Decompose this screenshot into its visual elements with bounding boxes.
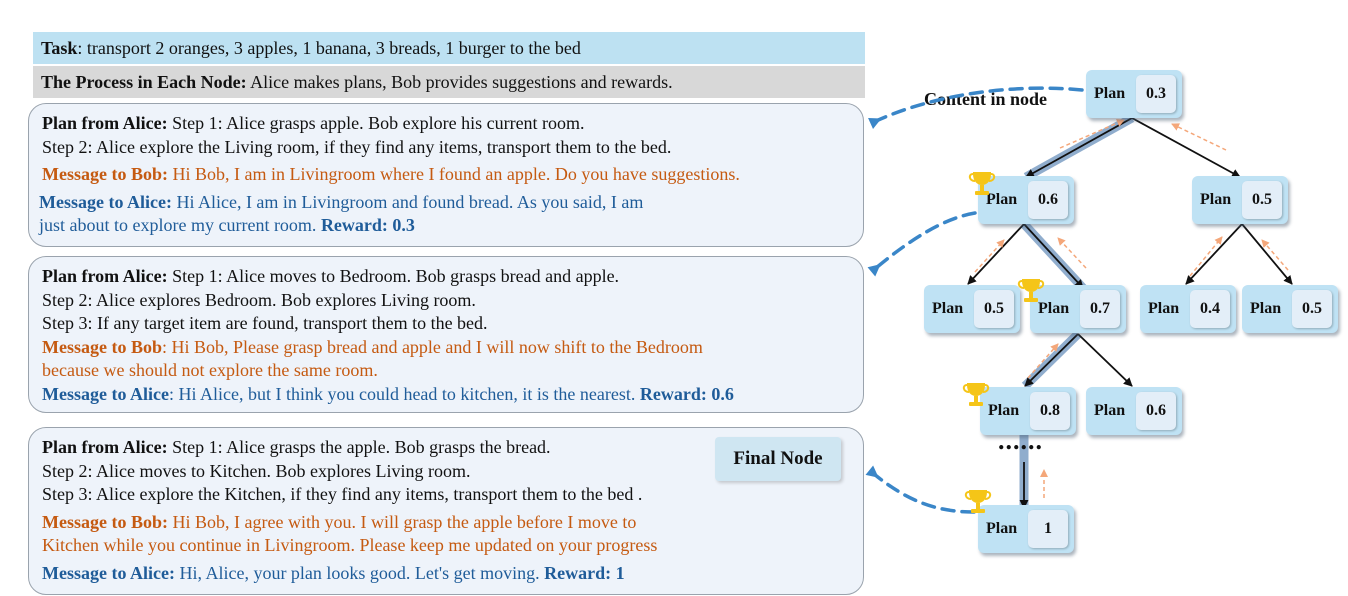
tree-node-l1b: Plan 0.5 <box>1192 176 1288 224</box>
trophy-icon <box>964 489 992 514</box>
plan-step-1: Step 1: Alice grasps the apple. Bob gras… <box>167 437 551 457</box>
node-label: Plan <box>1094 85 1126 102</box>
tree-node-root: Plan 0.3 <box>1086 70 1182 118</box>
plan-step-3: Step 3: If any target item are found, tr… <box>42 313 488 333</box>
node-score: 0.7 <box>1080 290 1120 328</box>
tree-node-final: Plan 1 <box>978 505 1074 553</box>
node-label: Plan <box>1250 300 1282 317</box>
alice-label: Message to Alice: <box>39 191 172 212</box>
bob-label: Message to Bob: <box>42 164 168 184</box>
bob-text-1: Hi Bob, I agree with you. I will grasp t… <box>167 511 637 532</box>
plan-label: Plan from Alice: <box>42 437 168 457</box>
reward: Reward: 0.3 <box>320 215 415 235</box>
message-to-bob: Message to Bob: Hi Bob, Please grasp bre… <box>42 336 863 360</box>
node-content-panel-2: Plan from Alice: Step 1: Alice moves to … <box>28 256 864 413</box>
process-label: The Process in Each Node: <box>41 72 247 92</box>
plan-step-2: Step 2: Alice moves to Kitchen. Bob expl… <box>42 460 471 481</box>
trophy-icon <box>962 382 990 407</box>
node-score: 0.5 <box>1292 290 1332 328</box>
message-to-alice: Message to Alice: Hi Alice, I am in Livi… <box>39 191 863 215</box>
tree-node-l1a: Plan 0.6 <box>978 176 1074 224</box>
tree-node-l2d: Plan 0.5 <box>1242 285 1338 333</box>
alice-text-2: just about to explore my current room. <box>39 215 321 235</box>
node-score: 0.6 <box>1028 181 1068 219</box>
node-label: Plan <box>988 402 1020 419</box>
feedback-arrows <box>974 119 1289 498</box>
task-label: Task <box>41 38 78 58</box>
node-score: 0.8 <box>1030 392 1070 430</box>
bob-text-2: Kitchen while you continue in Livingroom… <box>42 535 658 555</box>
plan-line-1: Plan from Alice: Step 1: Alice moves to … <box>42 265 863 289</box>
node-label: Plan <box>1038 300 1070 317</box>
node-score: 1 <box>1028 510 1068 548</box>
node-score: 0.6 <box>1136 392 1176 430</box>
bob-label: Message to Bob: <box>42 511 168 532</box>
process-text: Alice makes plans, Bob provides suggesti… <box>246 72 673 92</box>
tree-node-l2b: Plan 0.7 <box>1030 285 1126 333</box>
plan-step-2: Step 2: Alice explore the Living room, i… <box>42 136 672 157</box>
alice-text: Hi, Alice, your plan looks good. Let's g… <box>174 562 545 583</box>
alice-label: Message to Alice: <box>42 562 175 583</box>
node-content-panel-1: Plan from Alice: Step 1: Alice grasps ap… <box>28 103 864 247</box>
node-score: 0.3 <box>1136 75 1176 113</box>
bob-text-1: : Hi Bob, Please grasp bread and apple a… <box>162 336 703 357</box>
reward: Reward: 0.6 <box>639 383 734 404</box>
tree-edge-lines <box>967 117 1293 509</box>
node-score: 0.5 <box>974 290 1014 328</box>
process-bar: The Process in Each Node: Alice makes pl… <box>33 66 865 98</box>
final-node-label: Final Node <box>715 437 841 481</box>
plan-step-1: Step 1: Alice grasps apple. Bob explore … <box>167 113 585 133</box>
plan-step-2: Step 2: Alice explores Bedroom. Bob expl… <box>42 289 476 310</box>
alice-label: Message to Alice <box>42 383 169 404</box>
bob-text-2: because we should not explore the same r… <box>42 360 378 380</box>
plan-line-1: Plan from Alice: Step 1: Alice grasps th… <box>42 436 863 460</box>
node-score: 0.4 <box>1190 290 1230 328</box>
content-arrows <box>865 86 1084 514</box>
node-label: Plan <box>1148 300 1180 317</box>
content-in-node-label: Content in node <box>924 89 1048 109</box>
node-label: Plan <box>986 520 1018 537</box>
plan-step-3: Step 3: Alice explore the Kitchen, if th… <box>42 484 643 504</box>
plan-label: Plan from Alice: <box>42 266 168 286</box>
bob-label: Message to Bob <box>42 336 162 357</box>
tree-node-l3b: Plan 0.6 <box>1086 387 1182 435</box>
plan-line-1: Plan from Alice: Step 1: Alice grasps ap… <box>42 112 863 136</box>
tree-ellipsis: ...... <box>998 426 1043 455</box>
bob-text: Hi Bob, I am in Livingroom where I found… <box>167 164 740 184</box>
node-content-panel-3: Plan from Alice: Step 1: Alice grasps th… <box>28 427 864 595</box>
node-label: Plan <box>1200 191 1232 208</box>
node-score: 0.5 <box>1242 181 1282 219</box>
trophy-icon <box>968 171 996 196</box>
task-text: : transport 2 oranges, 3 apples, 1 banan… <box>77 38 581 58</box>
message-to-alice: Message to Alice: Hi Alice, but I think … <box>42 383 863 407</box>
message-to-bob: Message to Bob: Hi Bob, I agree with you… <box>42 511 863 535</box>
message-to-alice-cont: just about to explore my current room. R… <box>39 214 863 238</box>
message-to-alice: Message to Alice: Hi, Alice, your plan l… <box>42 562 863 586</box>
trophy-icon <box>1017 278 1045 303</box>
node-label: Plan <box>986 191 1018 208</box>
reward: Reward: 1 <box>544 562 625 583</box>
node-label: Plan <box>932 300 964 317</box>
node-label: Plan <box>1094 402 1126 419</box>
tree-node-l2c: Plan 0.4 <box>1140 285 1236 333</box>
alice-text: : Hi Alice, but I think you could head t… <box>168 383 640 404</box>
tree-node-l3a: Plan 0.8 <box>980 387 1076 435</box>
alice-text-1: Hi Alice, I am in Livingroom and found b… <box>171 191 644 212</box>
message-to-bob: Message to Bob: Hi Bob, I am in Livingro… <box>42 163 863 187</box>
plan-label: Plan from Alice: <box>42 113 168 133</box>
task-bar: Task: transport 2 oranges, 3 apples, 1 b… <box>33 32 865 64</box>
tree-node-l2a: Plan 0.5 <box>924 285 1020 333</box>
plan-step-1: Step 1: Alice moves to Bedroom. Bob gras… <box>167 266 620 286</box>
